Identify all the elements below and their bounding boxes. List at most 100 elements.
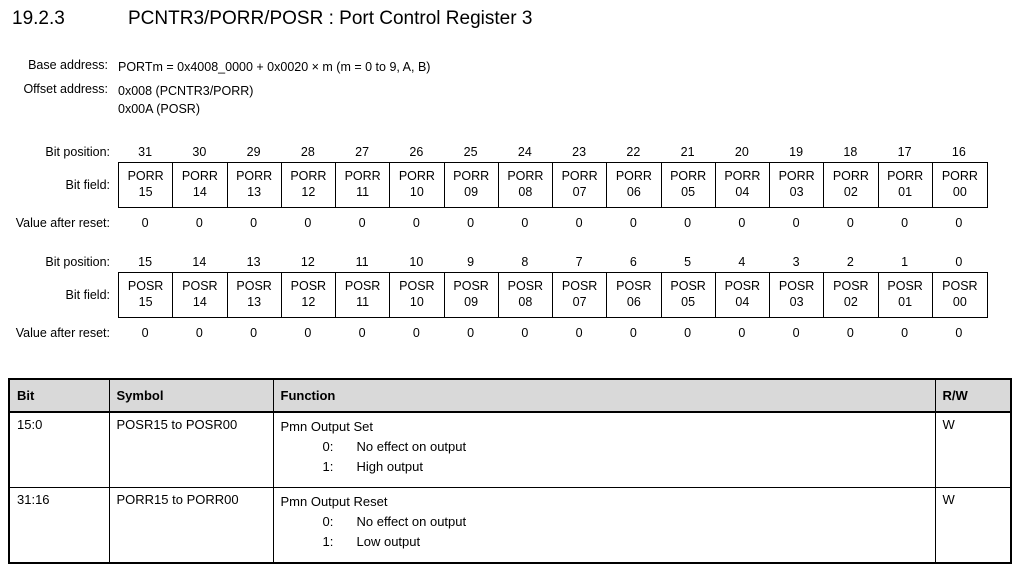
address-info-block: Base address: PORTm = 0x4008_0000 + 0x00…	[0, 58, 430, 124]
bit-position-cell: 28	[300, 145, 315, 159]
bit-position-label: Bit position:	[45, 255, 110, 269]
bit-position-cell: 23	[572, 145, 587, 159]
offset-address-row: Offset address: 0x008 (PCNTR3/PORR) 0x00…	[0, 82, 430, 118]
function-option-key: 1:	[322, 533, 334, 549]
bit-field-index: 07	[572, 295, 587, 309]
bit-field-index: 10	[409, 185, 424, 199]
base-address-value: PORTm = 0x4008_0000 + 0x0020 × m (m = 0 …	[118, 60, 431, 74]
bit-field-name: POSR	[453, 279, 489, 294]
bit-position-cell: 2	[846, 255, 854, 269]
bit-position-cell: 5	[684, 255, 692, 269]
function-option: 1:Low output	[281, 532, 928, 552]
reset-value-cell: 0	[738, 216, 746, 230]
bit-position-cell: 3	[792, 255, 800, 269]
column-header-rw: R/W	[934, 378, 1012, 413]
reset-value-cell: 0	[575, 216, 583, 230]
reset-value-cell: 0	[792, 216, 800, 230]
bit-position-label: Bit position:	[45, 145, 110, 159]
column-header-symbol: Symbol	[108, 378, 274, 413]
bit-field-name: PORR	[398, 169, 435, 184]
bit-field-name: POSR	[670, 279, 706, 294]
bit-field-index: 11	[356, 185, 370, 199]
bit-field-index: 06	[626, 185, 641, 199]
bit-field-index: 13	[247, 185, 262, 199]
bit-field-name: PORR	[832, 169, 869, 184]
bit-field-name: POSR	[942, 279, 978, 294]
reset-value-cell: 0	[304, 326, 312, 340]
bit-position-cell: 1	[901, 255, 909, 269]
bit-position-cell: 31	[138, 145, 153, 159]
bit-field-name: PORR	[181, 169, 218, 184]
column-header-bit: Bit	[8, 378, 110, 413]
bit-position-cell: 25	[463, 145, 478, 159]
bit-field-index: 02	[843, 185, 858, 199]
offset-address-value-1: 0x008 (PCNTR3/PORR)	[118, 84, 254, 99]
bit-field-name: PORR	[236, 169, 273, 184]
reset-value-cell: 0	[955, 326, 963, 340]
reset-value-cell: 0	[521, 216, 529, 230]
bit-position-cell: 6	[629, 255, 637, 269]
bit-position-cell: 27	[355, 145, 370, 159]
bit-position-cell: 22	[626, 145, 641, 159]
page-heading: 19.2.3 PCNTR3/PORR/POSR : Port Control R…	[12, 8, 532, 30]
bit-position-cell: 30	[192, 145, 207, 159]
bit-position-cell: 12	[300, 255, 315, 269]
bit-position-cell: 24	[517, 145, 532, 159]
bit-field-index: 11	[356, 295, 370, 309]
reset-value-cell: 0	[412, 216, 420, 230]
offset-address-values: 0x008 (PCNTR3/PORR) 0x00A (POSR)	[118, 82, 253, 118]
bit-field-name: PORR	[670, 169, 707, 184]
reset-value-cell: 0	[629, 326, 637, 340]
bit-field-index: 01	[898, 185, 913, 199]
base-address-label: Base address:	[28, 58, 108, 72]
function-option-text: No effect on output	[356, 513, 467, 529]
bit-field-index: 15	[138, 295, 153, 309]
bit-position-cell: 11	[355, 255, 369, 269]
function-option: 0:No effect on output	[281, 512, 928, 532]
function-option-key: 0:	[322, 438, 334, 454]
offset-address-label: Offset address:	[23, 82, 108, 97]
bit-field-index: 05	[681, 185, 696, 199]
bit-field-name: POSR	[724, 279, 761, 294]
column-header-function: Function	[272, 378, 936, 413]
bit-field-name: PORR	[615, 169, 652, 184]
bit-position-cell: 18	[843, 145, 858, 159]
bit-field-index: 00	[952, 185, 967, 199]
function-title: Pmn Output Reset	[280, 494, 388, 509]
reset-value-cell: 0	[358, 216, 366, 230]
base-address-row: Base address: PORTm = 0x4008_0000 + 0x00…	[0, 58, 430, 76]
bit-field-index: 04	[735, 185, 750, 199]
reset-value-cell: 0	[141, 326, 149, 340]
bit-position-cell: 14	[192, 255, 207, 269]
bit-field-index: 08	[518, 295, 533, 309]
section-number: 19.2.3	[12, 8, 65, 29]
bit-field-index: 08	[518, 185, 533, 199]
bit-field-index: 09	[464, 185, 479, 199]
bit-position-cell: 15	[138, 255, 153, 269]
bit-field-index: 10	[409, 295, 424, 309]
bit-field-index: 03	[789, 295, 804, 309]
bit-field-index: 03	[789, 185, 804, 199]
